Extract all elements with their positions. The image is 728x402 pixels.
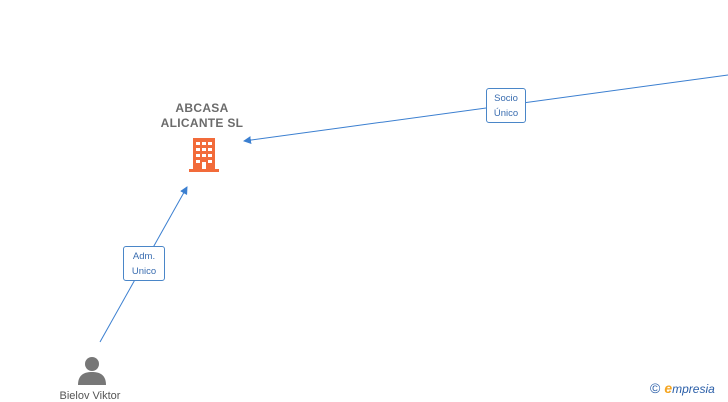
edge-label-line1: Socio — [494, 93, 518, 104]
company-name-line1: ABCASA — [175, 101, 229, 115]
edge-label-socio-unico[interactable]: Socio Único — [486, 88, 526, 123]
person-name[interactable]: Bielov Viktor — [59, 390, 121, 402]
copyright-icon: © — [650, 380, 661, 396]
logo-text: mpresia — [672, 382, 715, 396]
person-icon[interactable] — [77, 355, 107, 390]
empresia-logo: ©empresia — [650, 380, 715, 396]
company-name-line2: ALICANTE SL — [160, 116, 244, 130]
edge-label-line2: Único — [493, 108, 519, 119]
logo-e: e — [664, 380, 673, 396]
building-icon[interactable] — [188, 137, 220, 178]
company-name[interactable]: ABCASA ALICANTE SL — [140, 101, 264, 131]
edge-label-line1: Adm. — [132, 251, 156, 262]
edge-label-line2: Unico — [131, 266, 157, 277]
edge-label-adm-unico[interactable]: Adm. Unico — [123, 246, 165, 281]
